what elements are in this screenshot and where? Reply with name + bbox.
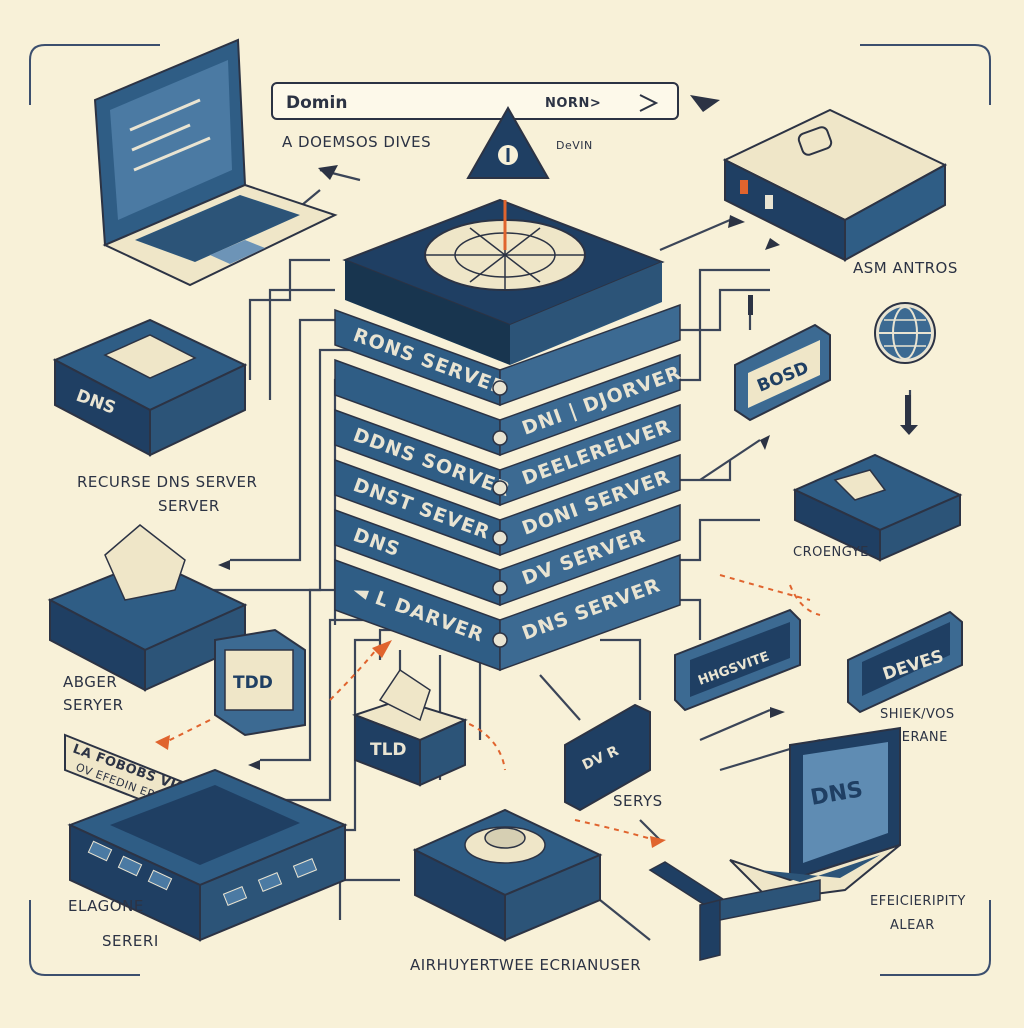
dns-server-left: DNS [52,318,248,457]
server-bottom-center [412,808,603,942]
elagone-server [67,768,348,942]
server-right-middle [792,453,963,562]
server-top-right [722,108,948,262]
deves-tag: DEVES [847,610,963,714]
elagone-label-line2: SERERI [102,932,159,950]
package-icon [104,524,186,601]
bosd-tag: BOSD [734,323,831,422]
efficiency-label-line2: ALEAR [890,918,935,933]
globe-small-icon [874,302,936,364]
search-bar-left-text: Domin [286,93,347,113]
lock-icon [797,126,833,156]
recurse-label-line2: SERVER [158,497,220,515]
laptop-top-left [93,38,338,287]
search-bar-right-text: NORN> [545,96,601,111]
frame-corners [29,44,991,976]
abger-server [47,524,248,692]
tier-knobs [492,380,508,648]
orange-flow-arrows [155,574,821,848]
efficiency-label-line1: EFEICIERIPITY [870,894,966,909]
laptop-bottom-right: DNS [729,726,901,902]
bottom-center-label: AIRHUYERTWEE ECRIANUSER [410,956,641,974]
abger-label-line2: SERYER [63,696,124,714]
tdd-tag: TDD [214,628,306,737]
drive-bays [87,840,318,906]
domain-subtitle: A DOEMSOS DIVES [282,133,431,151]
shiek-label-line1: SHIEK/VOS [880,707,955,722]
screen-lines-icon [129,98,211,172]
cable-rail [648,861,821,961]
warning-triangle-icon [466,105,550,179]
arrow-right-icon [639,94,659,112]
package-icon [378,668,431,722]
document-icon [833,469,887,501]
servys-label: SERYS [613,792,663,810]
tld-label: TLD [370,740,407,760]
tld-box: TLD [352,668,468,787]
shiek-label-line2: SERANE [893,730,948,745]
small-top-label: DeVIN [556,139,593,152]
elagone-label-line1: ELAGONE [68,897,144,915]
croengye-label: CROENGYE [793,545,869,560]
central-dns-server-stack: RONS SERVER DNI | DJORVER DDNS SORVER DE… [334,198,684,672]
dvr-tag: DV R [564,703,651,812]
search-bar[interactable]: Domin NORN> [271,82,679,120]
recurse-label-line1: RECURSE DNS SERVER [77,473,257,491]
hhgsvite-tag: HHGSVITE [674,608,801,712]
asm-label: ASM ANTROS [853,259,958,277]
tdd-label: TDD [233,673,273,693]
abger-label-line1: ABGER [63,673,117,691]
decor-marks [748,295,918,435]
